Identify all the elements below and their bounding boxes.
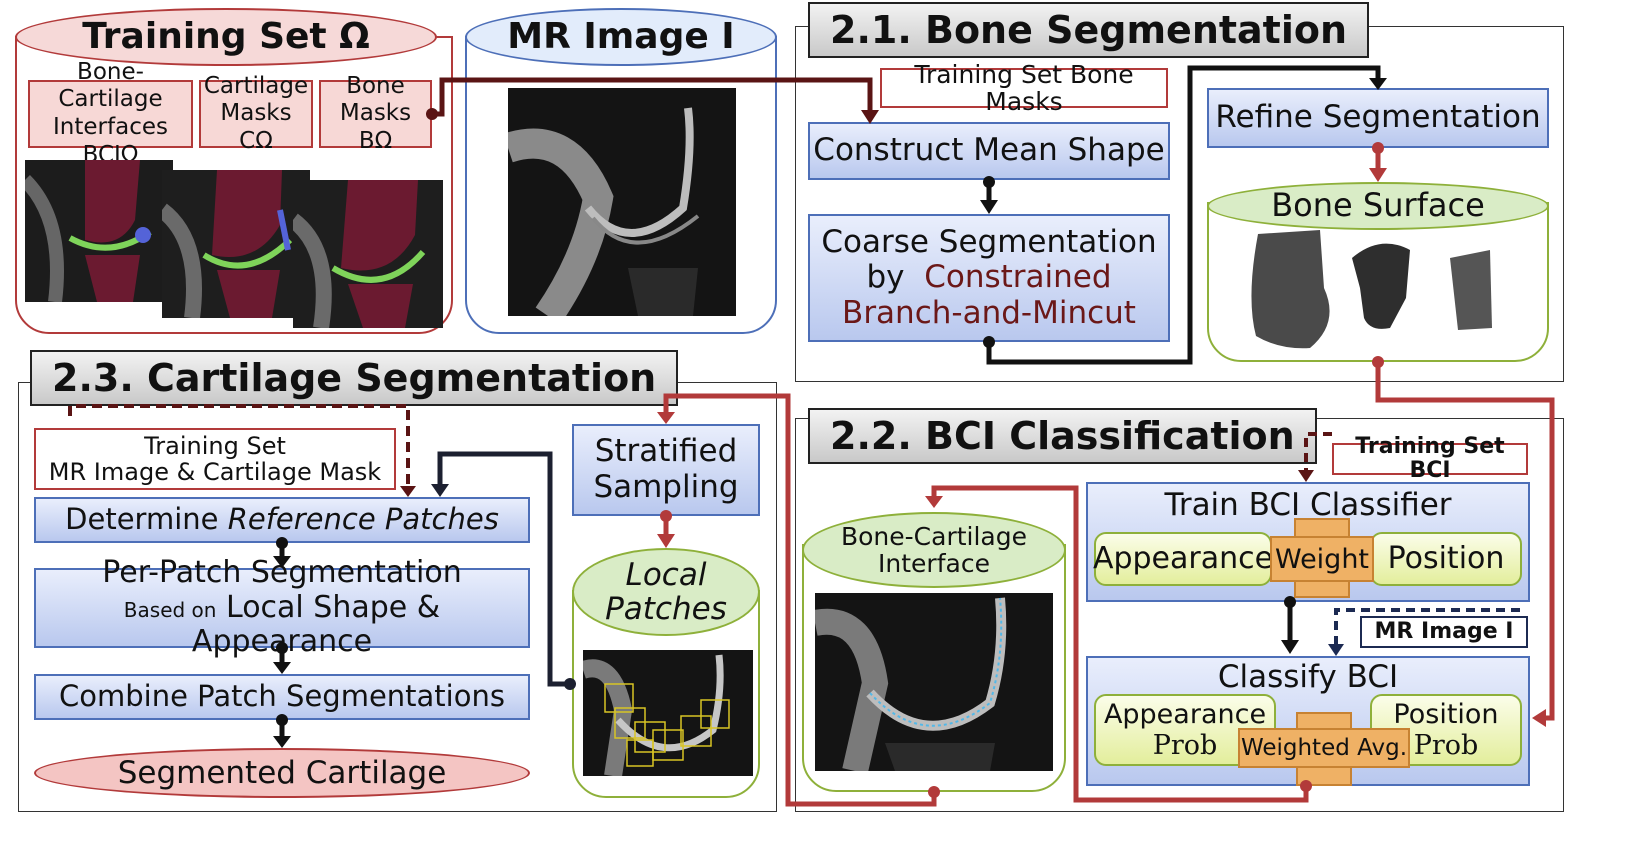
bone-surface-title: Bone Surface — [1207, 182, 1549, 230]
coarse-segmentation-box: Coarse Segmentation by Constrained Branc… — [808, 214, 1170, 342]
arrow-training-bci-to-classifier — [1304, 432, 1332, 474]
mr-image-title: MR Image I — [465, 8, 777, 66]
per-patch-segmentation-box: Per-Patch Segmentation Based on Local Sh… — [34, 556, 530, 659]
bci-mri-image — [815, 593, 1053, 771]
arrow-bone-masks-to-mean-shape — [432, 77, 873, 117]
bci-image — [815, 593, 1053, 771]
stratified-sampling-box: Stratified Sampling — [572, 424, 760, 516]
appearance-feature-box: Appearance — [1093, 532, 1273, 586]
training-bone-masks-box: Training Set Bone Masks — [880, 60, 1168, 115]
knee-mri-image — [508, 88, 736, 316]
training-image-1 — [25, 160, 173, 302]
cartilage-masks-label-box: Cartilage Masks CΩ — [199, 73, 313, 154]
arrow-bci-to-stratified — [663, 393, 937, 807]
bone-segmentation-title: 2.1. Bone Segmentation — [808, 2, 1370, 58]
arrow-local-patches-to-reference — [437, 451, 570, 687]
cartilage-segmentation-title: 2.3. Cartilage Segmentation — [30, 350, 679, 406]
arrow-training-cartilage-to-reference — [68, 404, 410, 490]
knee-mri-thumbnail-1 — [25, 160, 173, 302]
mr-image-picture — [508, 88, 736, 316]
training-mr-cartilage-box: Training Set MR Image & Cartilage Mask — [34, 428, 396, 490]
arrow-classify-to-bci-interface — [931, 485, 1309, 803]
arrow-mr-image-to-classify — [1334, 608, 1520, 648]
training-image-2 — [162, 170, 310, 318]
knee-mri-thumbnail-3 — [293, 180, 443, 328]
weighted-avg-box: Weighted Avg. — [1238, 728, 1410, 768]
bone-surface-renderings — [1251, 230, 1492, 349]
local-patches-title: Local Patches — [572, 548, 760, 636]
training-image-3 — [293, 180, 443, 328]
bci-label-box: Bone-Cartilage Interfaces BCIΩ — [28, 59, 193, 168]
training-set-title: Training Set Ω — [15, 8, 437, 66]
segmented-cartilage-ellipse: Segmented Cartilage — [34, 748, 530, 798]
combine-patch-segmentations-box: Combine Patch Segmentations — [34, 674, 530, 720]
determine-reference-patches-box: Determine Reference Patches — [34, 497, 530, 543]
local-patches-mri — [583, 650, 753, 776]
arrow-coarse-to-refine — [986, 65, 1381, 365]
mr-image-input-box: MR Image I — [1360, 616, 1528, 648]
local-patches-image — [583, 650, 753, 776]
bci-interface-title: Bone-Cartilage Interface — [802, 512, 1066, 588]
knee-mri-thumbnail-2 — [162, 170, 310, 318]
arrow-bone-surface-to-classify — [1375, 362, 1555, 721]
weight-box: Weight — [1270, 536, 1374, 582]
position-feature-box: Position — [1370, 532, 1522, 586]
construct-mean-shape-box: Construct Mean Shape — [808, 122, 1170, 180]
bci-classification-title: 2.2. BCI Classification — [808, 408, 1317, 464]
